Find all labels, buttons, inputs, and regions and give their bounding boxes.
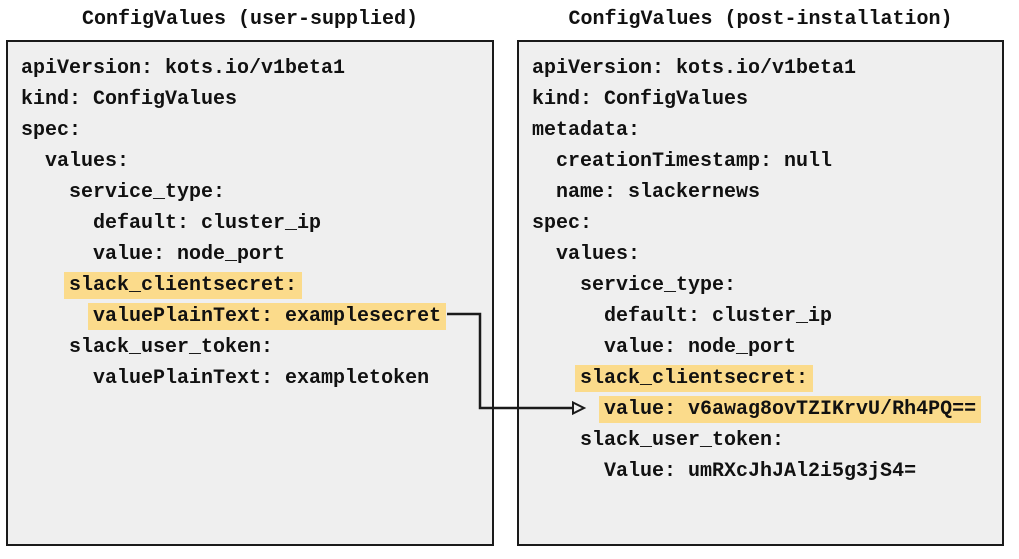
yaml-line: valuePlainText: exampletoken (93, 367, 430, 390)
yaml-line: Value: umRXcJhJAl2i5g3jS4= (604, 460, 917, 483)
highlight-slack-clientsecret: slack_clientsecret: (64, 272, 303, 299)
highlight-plaintext-secret: valuePlainText: examplesecret (88, 303, 447, 330)
yaml-line: value: node_port (93, 243, 286, 266)
user-supplied-panel-title: ConfigValues (user-supplied) (81, 8, 419, 31)
yaml-line: apiVersion: kots.io/v1beta1 (21, 57, 346, 80)
yaml-line: kind: ConfigValues (21, 88, 238, 111)
yaml-line: apiVersion: kots.io/v1beta1 (532, 57, 857, 80)
yaml-line: service_type: (69, 181, 226, 204)
highlight-slack-clientsecret: slack_clientsecret: (575, 365, 814, 392)
yaml-line: metadata: (532, 119, 641, 142)
user-supplied-yaml-box: apiVersion: kots.io/v1beta1 kind: Config… (6, 40, 494, 546)
yaml-line: name: slackernews (556, 181, 761, 204)
yaml-line: service_type: (580, 274, 737, 297)
yaml-line: kind: ConfigValues (532, 88, 749, 111)
yaml-line: spec: (532, 212, 593, 235)
yaml-line-highlighted-encrypted-value: value: v6awag8ovTZIKrvU/Rh4PQ== (532, 394, 1002, 425)
yaml-line-highlighted-key: slack_clientsecret: (532, 363, 1002, 394)
yaml-line: default: cluster_ip (93, 212, 322, 235)
yaml-line: spec: (21, 119, 82, 142)
yaml-line: slack_user_token: (580, 429, 785, 452)
yaml-line: values: (45, 150, 130, 173)
yaml-line: slack_user_token: (69, 336, 274, 359)
yaml-line-highlighted-key: slack_clientsecret: (21, 270, 492, 301)
yaml-line: default: cluster_ip (604, 305, 833, 328)
yaml-line: values: (556, 243, 641, 266)
highlight-encrypted-value: value: v6awag8ovTZIKrvU/Rh4PQ== (599, 396, 982, 423)
post-installation-panel-title: ConfigValues (post-installation) (568, 8, 953, 31)
yaml-line-highlighted-secret: valuePlainText: examplesecret (21, 301, 492, 332)
post-installation-yaml-box: apiVersion: kots.io/v1beta1 kind: Config… (517, 40, 1004, 546)
yaml-line: value: node_port (604, 336, 797, 359)
user-supplied-panel: ConfigValues (user-supplied) apiVersion:… (6, 8, 494, 546)
yaml-line: creationTimestamp: null (556, 150, 833, 173)
post-installation-panel: ConfigValues (post-installation) apiVers… (517, 8, 1004, 546)
